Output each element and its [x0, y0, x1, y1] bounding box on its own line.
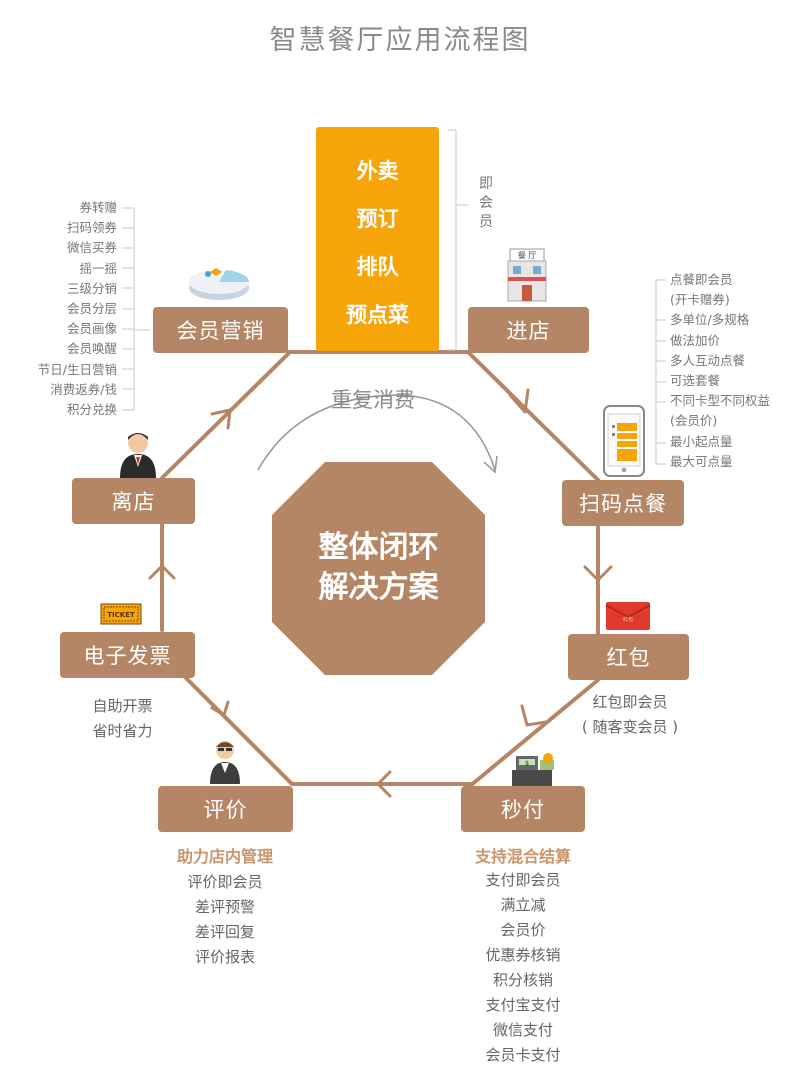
list-item: 会员分层 — [0, 299, 117, 319]
manager-icon — [117, 430, 159, 480]
cycle-label: 重复消费 — [331, 384, 415, 414]
scan-order-list: 点餐即会员 (开卡赠券) 多单位/多规格 做法加价 多人互动点餐 可选套餐 不同… — [670, 270, 795, 472]
quick-pay-subtitle: 支持混合结算 — [448, 843, 598, 867]
node-enter-store[interactable]: 进店 — [468, 307, 589, 353]
list-item: 自助开票 — [60, 694, 185, 719]
list-item: 摇一摇 — [0, 259, 117, 279]
node-member-marketing[interactable]: 会员营销 — [153, 307, 288, 353]
list-item: 最大可点量 — [670, 452, 795, 472]
list-item: (开卡赠券) — [670, 290, 795, 310]
red-envelope-icon: 红包 — [605, 601, 651, 631]
channel-pre-order: 预点菜 — [316, 291, 439, 339]
list-item: 支付宝支付 — [448, 993, 598, 1018]
list-item: 最小起点量 — [670, 432, 795, 452]
list-item: 券转赠 — [0, 198, 117, 218]
channel-reservation: 预订 — [316, 195, 439, 243]
center-line-1: 整体闭环 — [272, 528, 485, 568]
list-item: 差评预警 — [150, 895, 300, 920]
list-item: 会员唤醒 — [0, 339, 117, 359]
waiter-icon — [206, 738, 244, 786]
list-item: 满立减 — [448, 893, 598, 918]
membership-note: 即会员 — [478, 175, 494, 232]
list-item: 评价报表 — [150, 945, 300, 970]
list-item: 扫码领券 — [0, 218, 117, 238]
ticket-icon: TICKET — [100, 602, 142, 626]
node-red-packet[interactable]: 红包 — [568, 634, 689, 680]
node-e-invoice[interactable]: 电子发票 — [60, 632, 195, 678]
list-item: 三级分销 — [0, 279, 117, 299]
list-item: 做法加价 — [670, 331, 795, 351]
channel-takeout: 外卖 — [316, 147, 439, 195]
node-scan-order[interactable]: 扫码点餐 — [562, 480, 684, 526]
svg-text:$: $ — [525, 760, 529, 767]
list-item: 积分核销 — [448, 968, 598, 993]
list-item: ( 随客变会员 ) — [555, 715, 705, 740]
list-item: 可选套餐 — [670, 371, 795, 391]
node-quick-pay[interactable]: 秒付 — [461, 786, 585, 832]
phone-icon — [603, 405, 645, 477]
store-sign: 餐 厅 — [518, 251, 537, 260]
ticket-label: TICKET — [107, 611, 135, 619]
list-item: 评价即会员 — [150, 870, 300, 895]
list-item: 点餐即会员 — [670, 270, 795, 290]
pie-chart-icon — [186, 260, 252, 304]
arrow-bottom-right — [522, 706, 546, 725]
list-item: 会员价 — [448, 918, 598, 943]
list-item: 节日/生日营销 — [0, 360, 117, 380]
center-title: 整体闭环 解决方案 — [272, 528, 485, 608]
list-item: 微信支付 — [448, 1018, 598, 1043]
center-line-2: 解决方案 — [272, 568, 485, 608]
red-envelope-label: 红包 — [623, 616, 633, 623]
list-item: 会员卡支付 — [448, 1043, 598, 1068]
list-item: 微信买券 — [0, 238, 117, 258]
list-item: 消费返券/钱 — [0, 380, 117, 400]
node-review[interactable]: 评价 — [158, 786, 293, 832]
member-marketing-list: 券转赠 扫码领券 微信买券 摇一摇 三级分销 会员分层 会员画像 会员唤醒 节日… — [0, 198, 117, 420]
store-icon: 餐 厅 — [504, 247, 550, 303]
list-item: 差评回复 — [150, 920, 300, 945]
list-item: 红包即会员 — [555, 690, 705, 715]
list-item: 优惠券核销 — [448, 943, 598, 968]
review-subtitle: 助力店内管理 — [150, 843, 300, 867]
node-leave-store[interactable]: 离店 — [72, 478, 195, 524]
list-item: 不同卡型不同权益 — [670, 391, 795, 411]
red-packet-list: 红包即会员 ( 随客变会员 ) — [555, 690, 705, 740]
list-item: 省时省力 — [60, 719, 185, 744]
quick-pay-list: 支付即会员 满立减 会员价 优惠券核销 积分核销 支付宝支付 微信支付 会员卡支… — [448, 868, 598, 1068]
list-item: (会员价) — [670, 411, 795, 431]
channel-queue: 排队 — [316, 243, 439, 291]
review-list: 评价即会员 差评预警 差评回复 评价报表 — [150, 870, 300, 970]
list-item: 多单位/多规格 — [670, 310, 795, 330]
invoice-list: 自助开票 省时省力 — [60, 694, 185, 744]
cash-register-icon: $ — [510, 752, 556, 788]
list-item: 支付即会员 — [448, 868, 598, 893]
list-item: 积分兑换 — [0, 400, 117, 420]
list-item: 多人互动点餐 — [670, 351, 795, 371]
list-item: 会员画像 — [0, 319, 117, 339]
channels-box[interactable]: 外卖 预订 排队 预点菜 — [316, 127, 439, 351]
